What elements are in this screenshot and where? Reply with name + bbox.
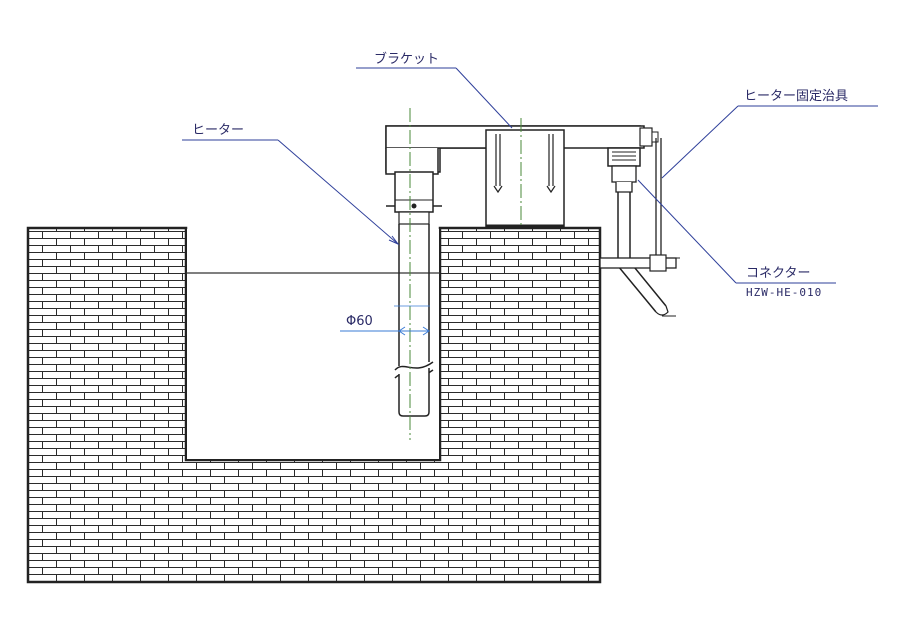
leader-connector: コネクター HZW-HE-010 [637, 179, 836, 299]
leader-fixture: ヒーター固定治具 [661, 89, 878, 179]
heater-label: ヒーター [192, 123, 244, 138]
diameter-label: Φ60 [346, 314, 373, 329]
diameter-dimension: Φ60 [340, 305, 430, 336]
connector-label: コネクター [746, 266, 810, 281]
heater-set-screw [411, 203, 417, 209]
heater-tube-upper [398, 224, 430, 366]
centerlines [409, 108, 522, 440]
bracket-elbow-drop [385, 148, 439, 175]
tank-interior [187, 229, 439, 459]
leader-bracket: ブラケット [356, 51, 513, 129]
bracket-label: ブラケット [374, 51, 439, 67]
heater [386, 171, 442, 417]
connector-cable [617, 192, 667, 313]
heater-tube-lower [398, 368, 430, 417]
connector-part-number: HZW-HE-010 [746, 286, 822, 299]
connector-nut [607, 147, 641, 167]
anchor-bolt-right [546, 134, 556, 194]
anchor-bolt-left [493, 134, 503, 194]
bracket [385, 125, 659, 229]
heater-fixing-jig [599, 138, 680, 272]
leader-heater: ヒーター [182, 123, 400, 246]
bracket-mount-block [485, 129, 565, 229]
connector [607, 147, 676, 317]
fixture-label: ヒーター固定治具 [744, 89, 848, 104]
brick-tank [26, 226, 602, 584]
